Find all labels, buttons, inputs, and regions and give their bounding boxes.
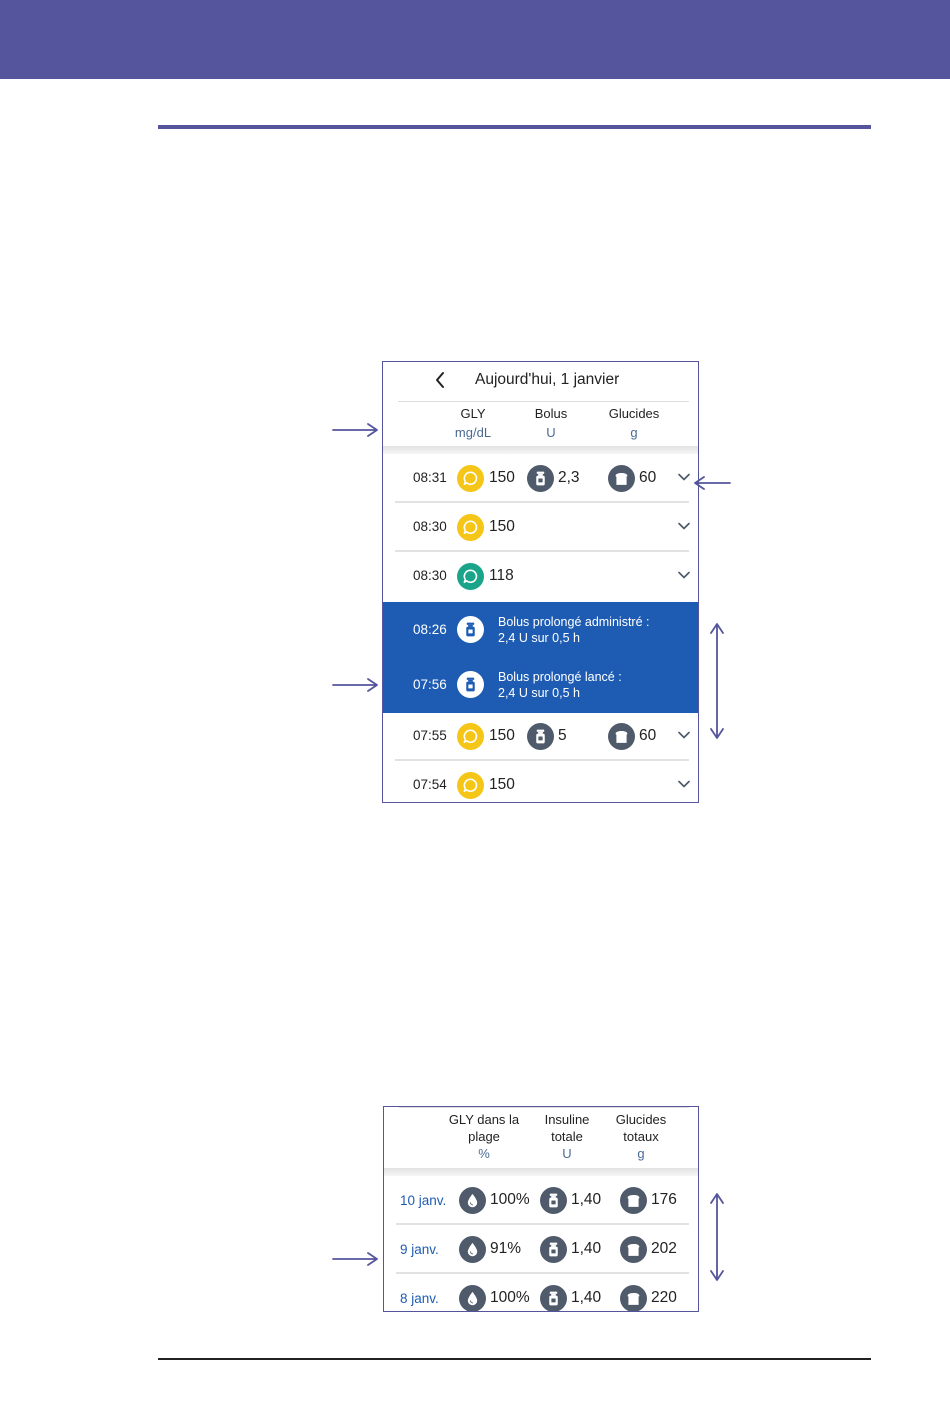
scroll-arrow-icon bbox=[710, 623, 724, 739]
bg-green-icon bbox=[457, 563, 484, 590]
bolus-value: 2,3 bbox=[558, 469, 580, 486]
bg-value: 150 bbox=[489, 727, 515, 744]
title-bar: Aujourd'hui, 1 janvier bbox=[383, 362, 698, 398]
insulin-value: 1,40 bbox=[571, 1289, 602, 1306]
bolus-value: 5 bbox=[558, 727, 567, 744]
history-row[interactable]: 08:30 150 bbox=[383, 503, 698, 552]
row-time: 07:55 bbox=[413, 728, 447, 743]
row-date: 9 janv. bbox=[400, 1242, 439, 1257]
carbs-value: 220 bbox=[651, 1289, 677, 1306]
carbs-value: 202 bbox=[651, 1240, 677, 1257]
insulin-vial-icon bbox=[457, 671, 484, 698]
event-text: Bolus prolongé lancé : 2,4 U sur 0,5 h bbox=[498, 670, 622, 700]
event-row[interactable]: 07:56 Bolus prolongé lancé : 2,4 U sur 0… bbox=[383, 657, 698, 712]
top-rule bbox=[158, 125, 871, 129]
carbs-value: 60 bbox=[639, 727, 657, 744]
bg-value: 118 bbox=[489, 567, 514, 584]
insulin-vial-icon bbox=[527, 465, 554, 492]
bg-value: 150 bbox=[489, 518, 515, 535]
chevron-down-icon[interactable] bbox=[677, 568, 691, 582]
row-time: 08:30 bbox=[413, 519, 447, 534]
drop-icon bbox=[459, 1285, 486, 1311]
back-icon[interactable] bbox=[431, 368, 451, 392]
column-header-in-range: GLY dans la plage % bbox=[448, 1112, 520, 1161]
column-header-total-insulin: Insuline totale U bbox=[544, 1112, 590, 1161]
column-header-bg: GLY mg/dL bbox=[454, 406, 492, 440]
header-shadow bbox=[383, 446, 698, 454]
chevron-down-icon[interactable] bbox=[677, 777, 691, 791]
in-range-value: 100% bbox=[490, 1289, 530, 1306]
column-header-bolus: Bolus U bbox=[534, 406, 568, 440]
summary-row[interactable]: 10 janv. 100% 1,40 176 bbox=[384, 1176, 698, 1225]
callout-arrow-icon bbox=[332, 678, 378, 692]
chevron-down-icon[interactable] bbox=[677, 728, 691, 742]
row-time: 08:31 bbox=[413, 470, 447, 485]
page-title: Aujourd'hui, 1 janvier bbox=[475, 371, 620, 388]
row-date: 10 janv. bbox=[400, 1193, 447, 1208]
callout-arrow-icon bbox=[332, 1252, 378, 1266]
extended-bolus-events: 08:26 Bolus prolongé administré : 2,4 U … bbox=[383, 602, 698, 713]
in-range-value: 91% bbox=[490, 1240, 522, 1257]
bg-yellow-icon bbox=[457, 514, 484, 541]
row-date: 8 janv. bbox=[400, 1291, 439, 1306]
event-text: Bolus prolongé administré : 2,4 U sur 0,… bbox=[498, 615, 650, 645]
row-time: 08:30 bbox=[413, 568, 447, 583]
insulin-vial-icon bbox=[527, 723, 554, 750]
drop-icon bbox=[459, 1187, 486, 1214]
history-row[interactable]: 08:31 150 2,3 60 bbox=[383, 454, 698, 503]
history-row[interactable]: 08:30 118 bbox=[383, 552, 698, 601]
carbs-value: 176 bbox=[651, 1191, 677, 1208]
row-time: 08:26 bbox=[413, 622, 447, 637]
carbs-bread-icon bbox=[620, 1187, 647, 1214]
insulin-vial-icon bbox=[540, 1236, 567, 1263]
chevron-down-icon[interactable] bbox=[677, 470, 691, 484]
column-header-total-carbs: Glucides totaux g bbox=[615, 1112, 667, 1161]
drop-icon bbox=[459, 1236, 486, 1263]
insulin-vial-icon bbox=[457, 616, 484, 643]
insulin-value: 1,40 bbox=[571, 1191, 602, 1208]
carbs-value: 60 bbox=[639, 469, 657, 486]
header-shadow bbox=[384, 1168, 698, 1176]
callout-arrow-icon bbox=[694, 476, 731, 490]
divider bbox=[398, 401, 689, 402]
carbs-bread-icon bbox=[620, 1236, 647, 1263]
summary-row[interactable]: 8 janv. 100% 1,40 220 bbox=[384, 1274, 698, 1311]
bg-yellow-icon bbox=[457, 772, 484, 799]
bg-yellow-icon bbox=[457, 465, 484, 492]
history-row[interactable]: 07:55 150 5 60 bbox=[383, 712, 698, 761]
bottom-rule bbox=[158, 1358, 871, 1360]
event-row[interactable]: 08:26 Bolus prolongé administré : 2,4 U … bbox=[383, 602, 698, 657]
history-day-screen: Aujourd'hui, 1 janvier GLY mg/dL Bolus U… bbox=[382, 361, 699, 803]
bg-yellow-icon bbox=[457, 723, 484, 750]
in-range-value: 100% bbox=[490, 1191, 530, 1208]
column-header-carbs: Glucides g bbox=[608, 406, 660, 440]
bg-value: 150 bbox=[489, 776, 515, 793]
bg-value: 150 bbox=[489, 469, 515, 486]
chevron-down-icon[interactable] bbox=[677, 519, 691, 533]
callout-arrow-icon bbox=[332, 423, 378, 437]
insulin-vial-icon bbox=[540, 1285, 567, 1311]
carbs-bread-icon bbox=[620, 1285, 647, 1311]
carbs-bread-icon bbox=[608, 465, 635, 492]
row-time: 07:54 bbox=[413, 777, 447, 792]
row-time: 07:56 bbox=[413, 677, 447, 692]
header-band bbox=[0, 0, 950, 79]
summary-row[interactable]: 9 janv. 91% 1,40 202 bbox=[384, 1225, 698, 1274]
history-row[interactable]: 07:54 150 bbox=[383, 761, 698, 802]
history-summary-screen: GLY dans la plage % Insuline totale U Gl… bbox=[383, 1106, 699, 1312]
insulin-value: 1,40 bbox=[571, 1240, 602, 1257]
carbs-bread-icon bbox=[608, 723, 635, 750]
scroll-arrow-icon bbox=[710, 1193, 724, 1281]
insulin-vial-icon bbox=[540, 1187, 567, 1214]
